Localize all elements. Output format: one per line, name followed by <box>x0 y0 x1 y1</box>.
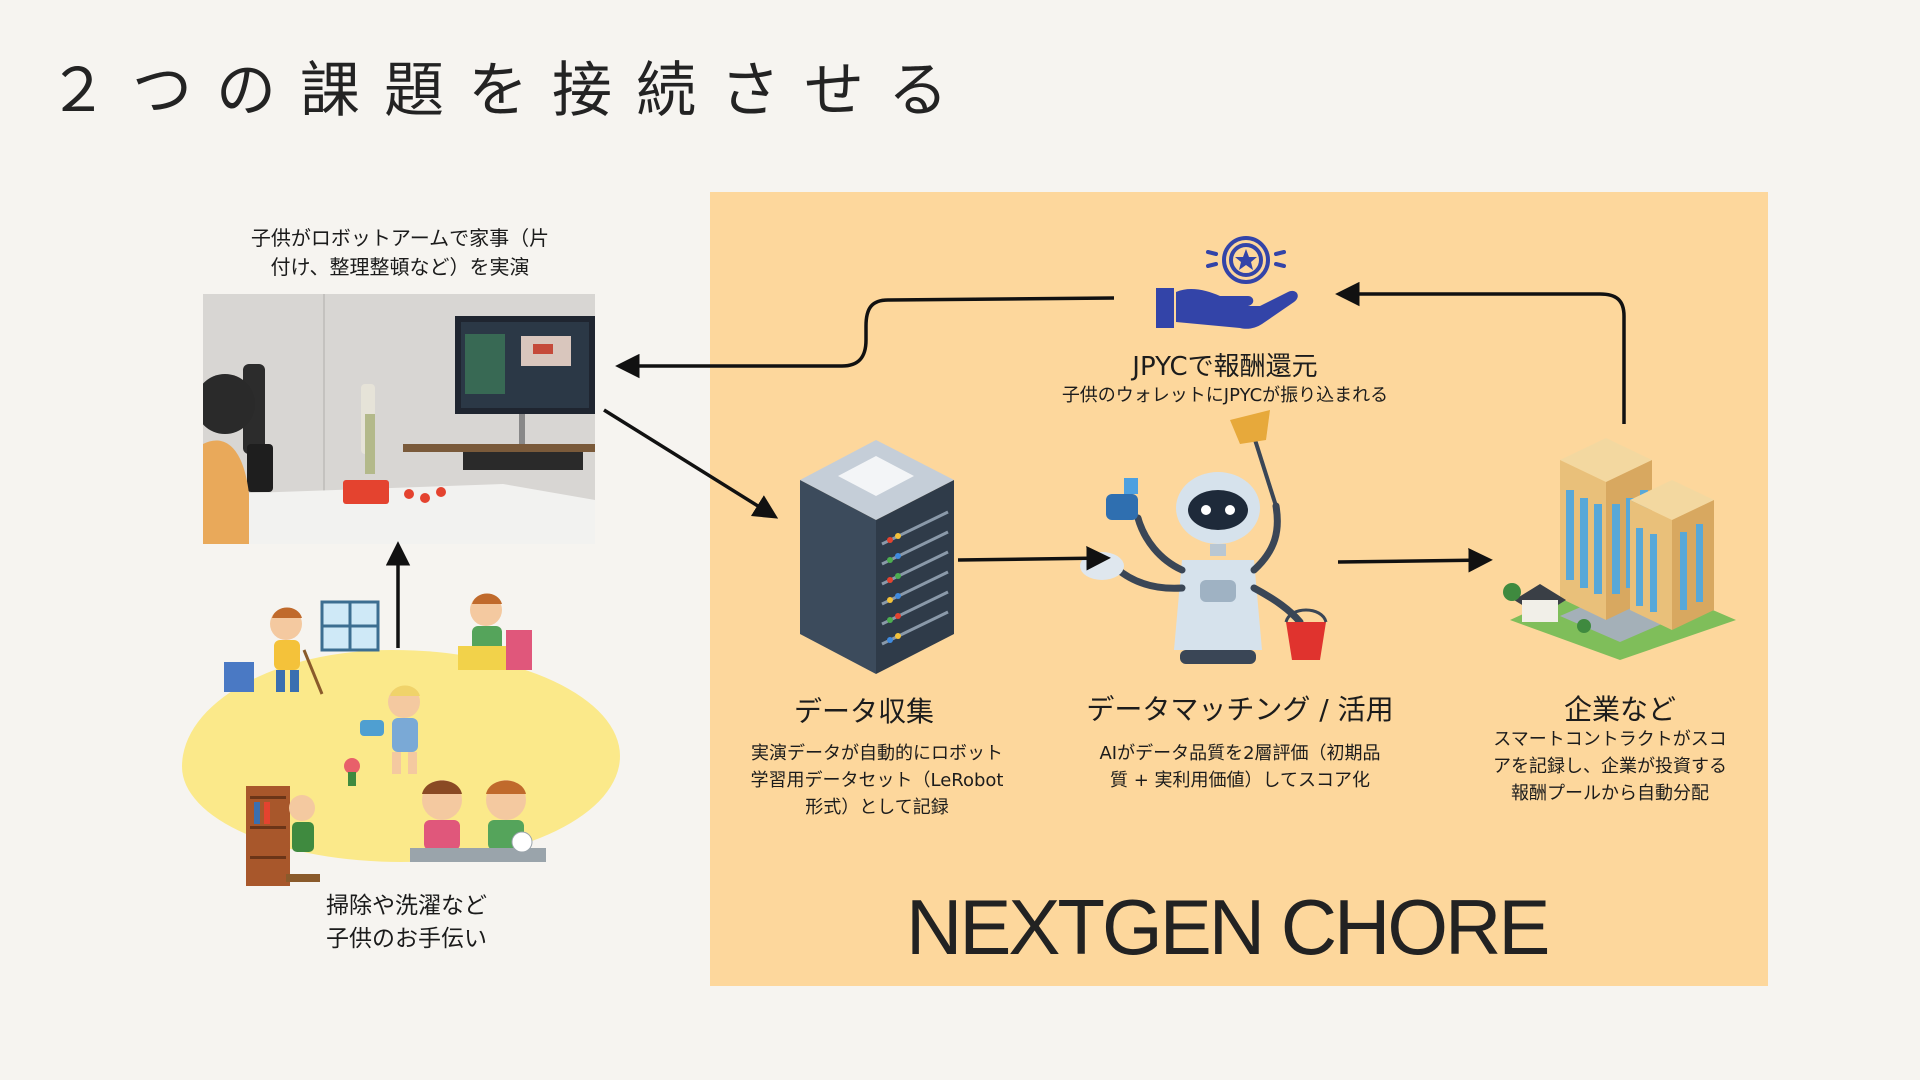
chores-caption: 掃除や洗濯など 子供のお手伝い <box>326 890 487 957</box>
kid-folding-laundry-icon <box>458 593 532 670</box>
step-data-matching-description: AIがデータ品質を2層評価（初期品 質 + 実利用価値）してスコア化 <box>1060 740 1420 794</box>
step-data-collection-desc-line2: 学習用データセット（LeRobot <box>750 770 1004 791</box>
robot-arm-demo-photo <box>203 294 595 544</box>
robot-arm-demo-illustration <box>203 294 595 544</box>
kid-tidying-bookshelf-icon <box>246 786 320 886</box>
chores-caption-line1: 掃除や洗濯など <box>326 893 487 919</box>
server-rack-icon <box>800 440 954 674</box>
reward-description: 子供のウォレットにJPYCが振り込まれる <box>1061 385 1389 406</box>
photo-caption-line2: 付け、整理整頓など）を実演 <box>270 255 530 279</box>
kids-washing-dishes-icon <box>410 780 546 862</box>
spray-bottle-icon <box>1106 478 1138 520</box>
photo-caption-line1: 子供がロボットアームで家事（片 <box>250 226 550 250</box>
kids-chores-illustration <box>224 593 546 886</box>
step-data-matching-title: データマッチング / 活用 <box>1086 693 1394 726</box>
reward-title: JPYCで報酬還元 <box>1132 352 1318 382</box>
kid-sweeping-icon <box>224 607 324 695</box>
step-data-collection-desc-line3: 形式）として記録 <box>805 797 949 818</box>
window-icon <box>320 600 380 652</box>
step-data-collection-title: データ収集 <box>793 695 934 728</box>
step-data-matching-desc-line1: AIがデータ品質を2層評価（初期品 <box>1099 743 1381 764</box>
page-title: ２つの課題を接続させる <box>48 56 972 126</box>
step-companies-description: スマートコントラクトがスコ アを記録し、企業が投資する 報酬プールから自動分配 <box>1470 726 1750 807</box>
nextgen-chore-logo: NEXTGEN CHORE <box>906 883 1550 971</box>
hand-with-star-medal-icon <box>1156 236 1298 329</box>
step-companies-desc-line3: 報酬プールから自動分配 <box>1511 783 1709 804</box>
broom-icon <box>1230 410 1278 507</box>
cleaning-robot-icon <box>1080 410 1328 664</box>
step-companies-title: 企業など <box>1563 693 1676 726</box>
step-companies-desc-line1: スマートコントラクトがスコ <box>1493 729 1727 750</box>
duster-icon <box>1080 552 1124 580</box>
kid-watering-plant-icon <box>344 685 420 786</box>
step-data-collection-description: 実演データが自動的にロボット 学習用データセット（LeRobot 形式）として記… <box>732 740 1022 821</box>
step-data-collection-desc-line1: 実演データが自動的にロボット <box>751 743 1003 764</box>
chores-caption-line2: 子供のお手伝い <box>326 926 487 953</box>
step-data-matching-desc-line2: 質 + 実利用価値）してスコア化 <box>1110 770 1370 791</box>
office-buildings-icon <box>1503 438 1736 660</box>
bucket-icon <box>1284 608 1328 660</box>
step-companies-desc-line2: アを記録し、企業が投資する <box>1493 756 1727 777</box>
photo-caption: 子供がロボットアームで家事（片 付け、整理整頓など）を実演 <box>200 224 600 282</box>
